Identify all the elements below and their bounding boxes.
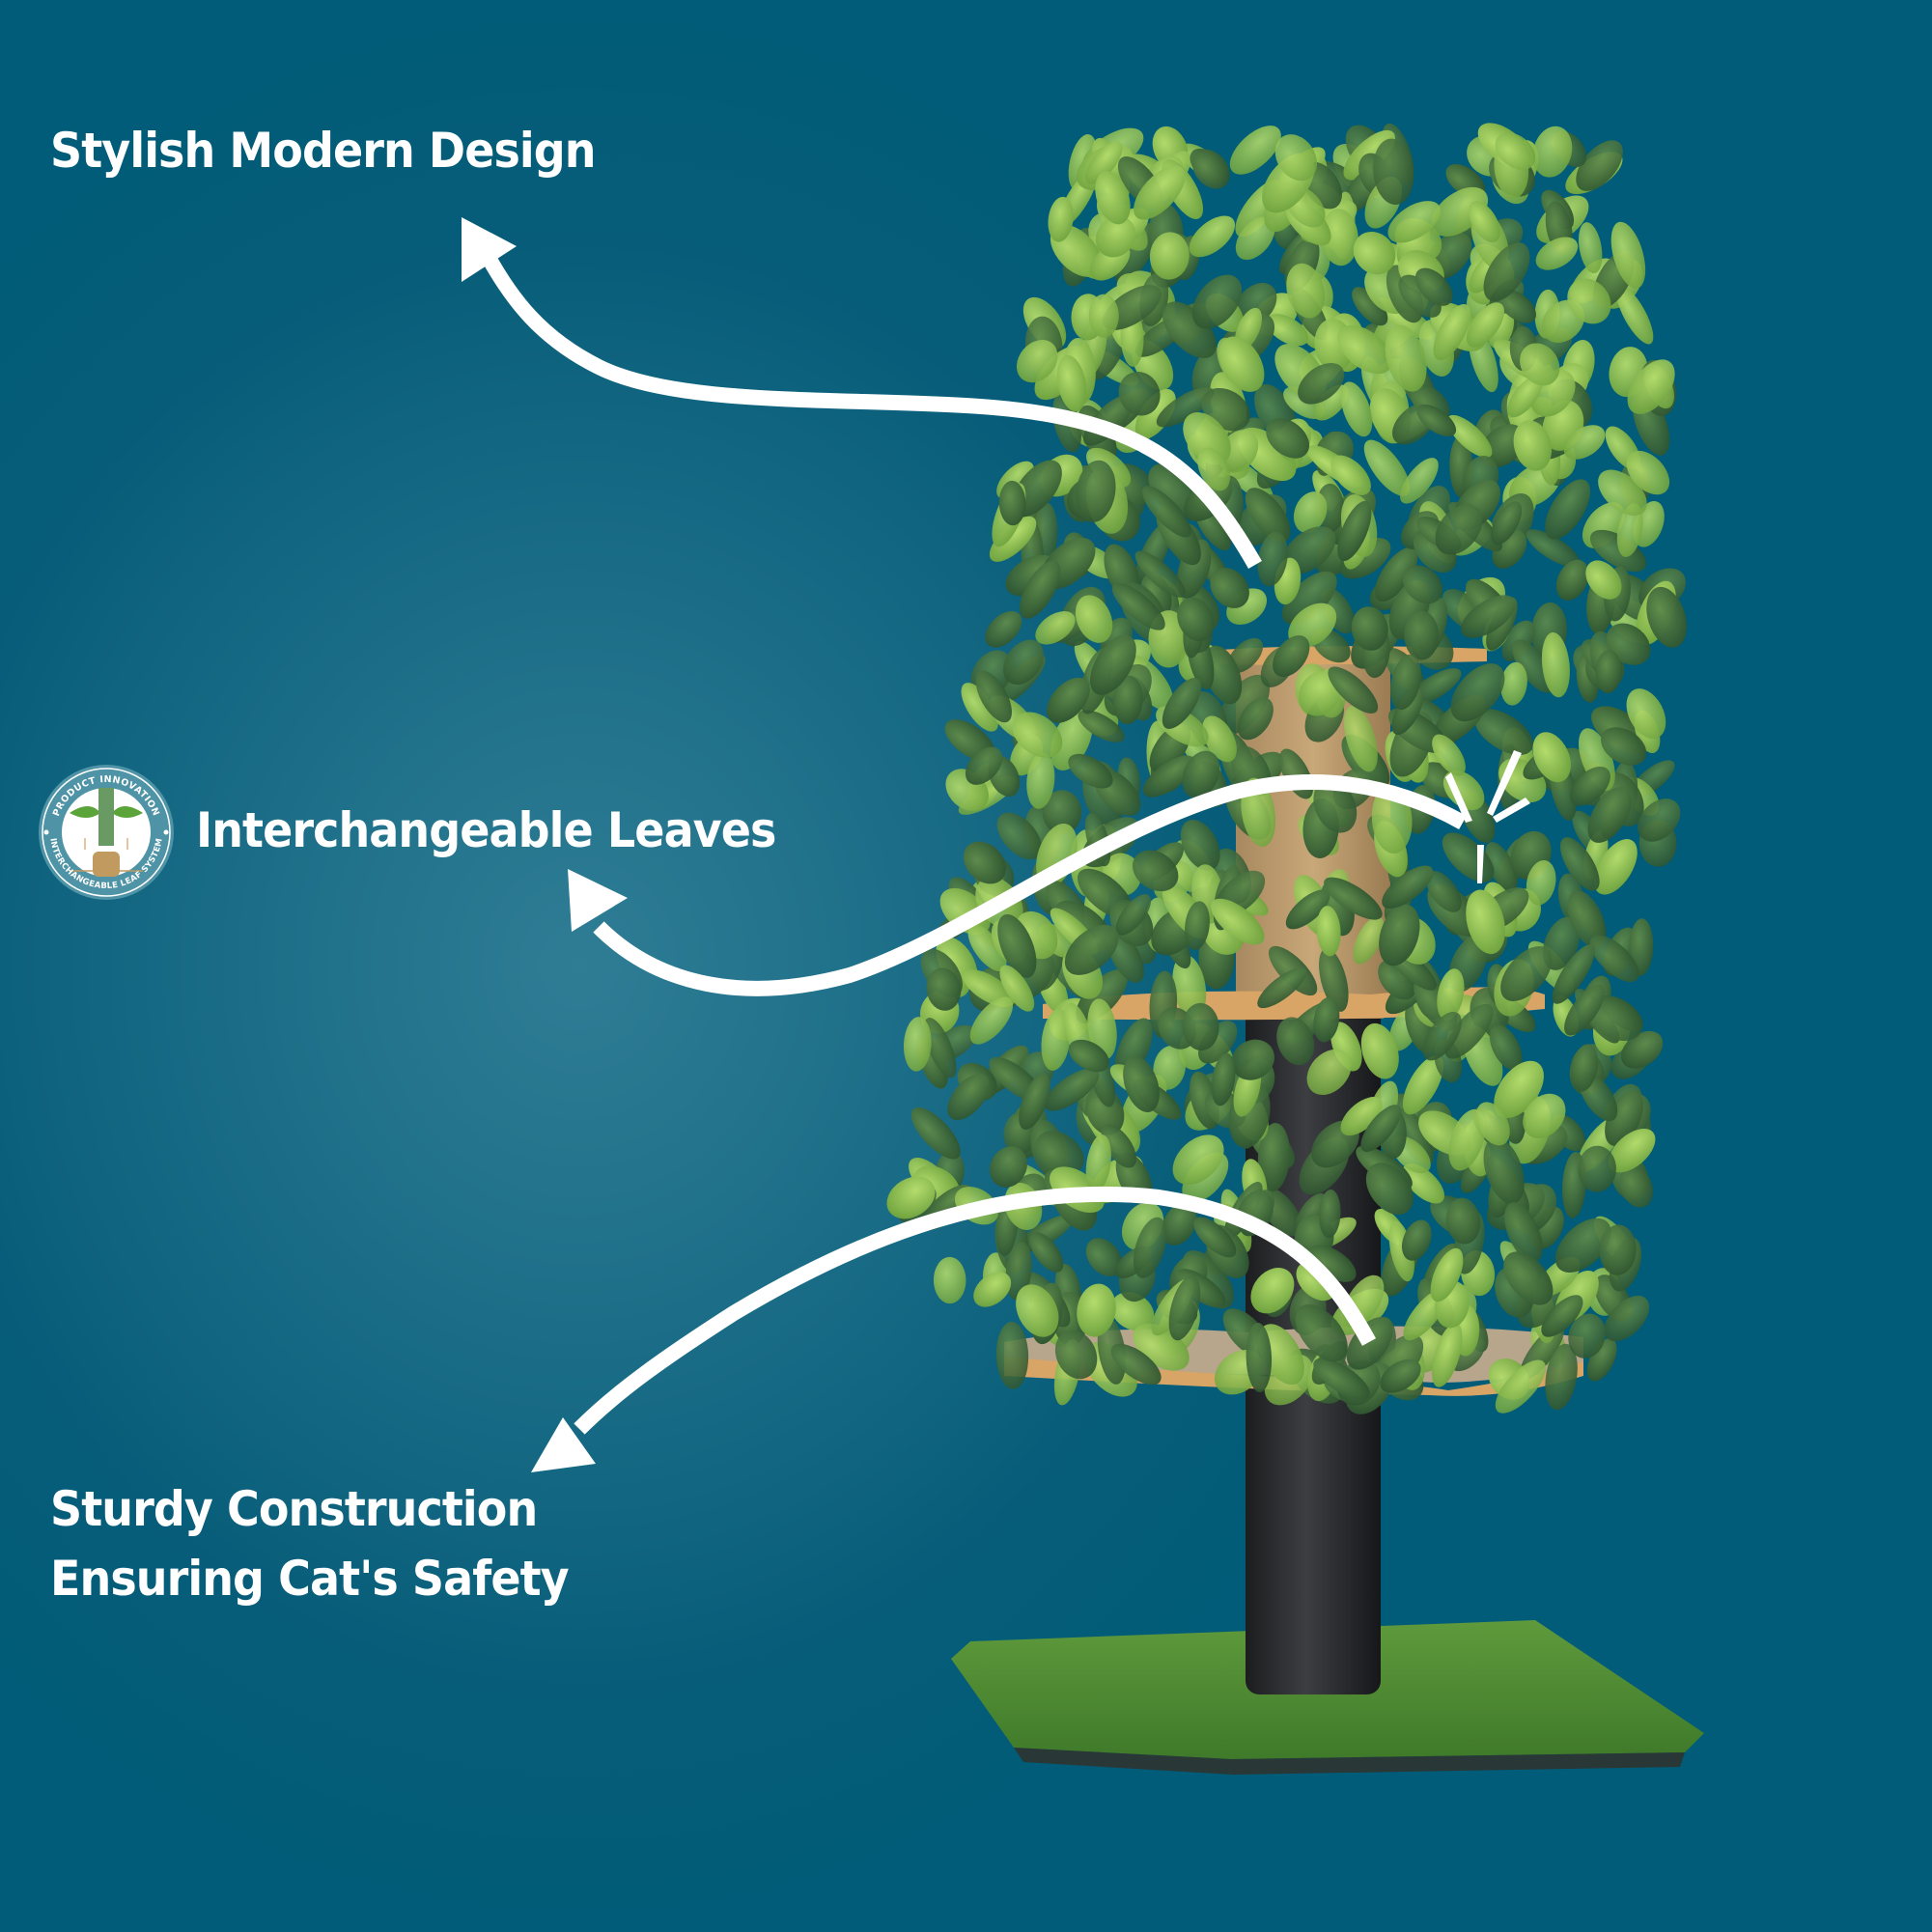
feature-sturdy-line-1: Sturdy Construction [50, 1481, 538, 1537]
feature-design-line-1: Stylish Modern Design [50, 123, 597, 179]
arrow-sturdy-icon [531, 1186, 1377, 1472]
arrow-leaves-icon [568, 774, 1467, 996]
interchangeable-leaf-system-badge-icon: PRODUCT INNOVATION INTERCHANGEABLE LEAF … [39, 765, 174, 900]
feature-leaves-line-1: Interchangeable Leaves [196, 802, 776, 858]
feature-label-leaves: Interchangeable Leaves [196, 802, 776, 859]
feature-sturdy-line-2: Ensuring Cat's Safety [50, 1551, 570, 1607]
feature-label-sturdy: Sturdy Construction Ensuring Cat's Safet… [50, 1481, 570, 1621]
arrow-design-icon [462, 217, 1262, 569]
feature-label-design: Stylish Modern Design [50, 123, 597, 180]
sparkle-icon [1445, 750, 1530, 883]
